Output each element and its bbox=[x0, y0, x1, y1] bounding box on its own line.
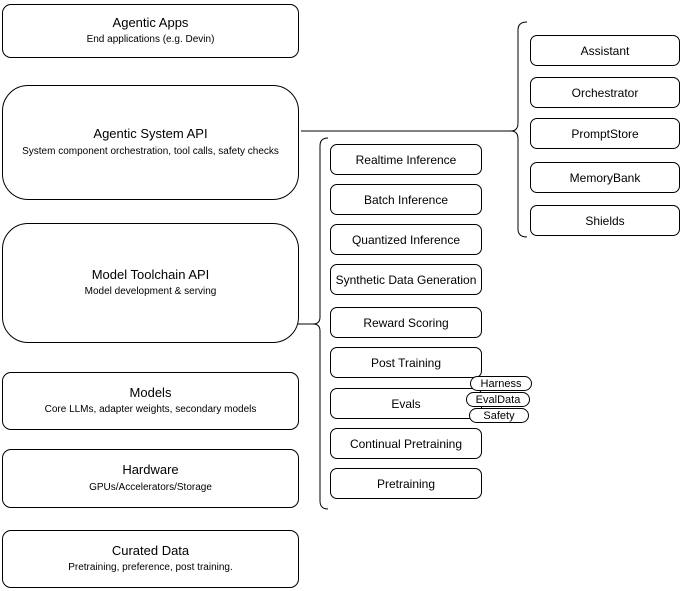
service-label: Reward Scoring bbox=[363, 315, 449, 330]
service-box-quantized-inference: Quantized Inference bbox=[330, 224, 482, 255]
box-subtitle: GPUs/Accelerators/Storage bbox=[89, 481, 212, 493]
component-label: Assistant bbox=[580, 43, 630, 58]
box-subtitle: System component orchestration, tool cal… bbox=[22, 145, 279, 157]
eval-tag-safety: Safety bbox=[469, 408, 529, 423]
component-box-shields: Shields bbox=[530, 205, 680, 236]
stack-box-agentic-apps: Agentic Apps End applications (e.g. Devi… bbox=[2, 4, 299, 58]
service-label: Pretraining bbox=[376, 476, 436, 491]
box-title: Agentic Apps bbox=[112, 14, 189, 30]
components-bracket bbox=[510, 21, 528, 238]
service-label: Post Training bbox=[370, 355, 442, 370]
service-label: Realtime Inference bbox=[355, 152, 457, 167]
box-subtitle: Core LLMs, adapter weights, secondary mo… bbox=[44, 404, 257, 416]
component-box-memorybank: MemoryBank bbox=[530, 162, 680, 193]
box-title: Model Toolchain API bbox=[91, 266, 210, 282]
service-box-continual-pretraining: Continual Pretraining bbox=[330, 428, 482, 459]
component-label: Shields bbox=[585, 213, 625, 228]
service-box-synthetic-data-generation: Synthetic Data Generation bbox=[330, 264, 482, 295]
stack-box-model-toolchain-api: Model Toolchain API Model development & … bbox=[2, 223, 299, 343]
service-label: Synthetic Data Generation bbox=[335, 272, 477, 287]
service-box-batch-inference: Batch Inference bbox=[330, 184, 482, 215]
box-title: Models bbox=[129, 384, 172, 400]
service-label: Continual Pretraining bbox=[349, 436, 463, 451]
component-box-assistant: Assistant bbox=[530, 35, 680, 66]
service-box-evals: Evals bbox=[330, 388, 482, 419]
box-subtitle: Pretraining, preference, post training. bbox=[68, 562, 233, 574]
component-box-orchestrator: Orchestrator bbox=[530, 77, 680, 108]
service-label: Evals bbox=[391, 396, 421, 411]
services-bracket bbox=[312, 137, 329, 510]
service-label: Quantized Inference bbox=[351, 232, 461, 247]
stack-box-curated-data: Curated Data Pretraining, preference, po… bbox=[2, 530, 299, 588]
eval-tag-label: Harness bbox=[480, 377, 522, 390]
eval-tag-label: Safety bbox=[483, 409, 515, 422]
stack-box-models: Models Core LLMs, adapter weights, secon… bbox=[2, 372, 299, 430]
box-title: Hardware bbox=[122, 462, 179, 478]
box-title: Curated Data bbox=[111, 542, 190, 558]
service-box-pretraining: Pretraining bbox=[330, 468, 482, 499]
box-subtitle: Model development & serving bbox=[84, 286, 217, 298]
eval-tag-evaldata: EvalData bbox=[466, 392, 530, 407]
eval-tag-harness: Harness bbox=[470, 376, 532, 391]
service-label: Batch Inference bbox=[363, 192, 449, 207]
service-box-realtime-inference: Realtime Inference bbox=[330, 144, 482, 175]
stack-box-hardware: Hardware GPUs/Accelerators/Storage bbox=[2, 449, 299, 508]
component-label: MemoryBank bbox=[569, 170, 641, 185]
component-box-promptstore: PromptStore bbox=[530, 118, 680, 149]
service-box-reward-scoring: Reward Scoring bbox=[330, 307, 482, 338]
component-label: PromptStore bbox=[571, 126, 639, 141]
service-box-post-training: Post Training bbox=[330, 347, 482, 378]
stack-box-agentic-system-api: Agentic System API System component orch… bbox=[2, 85, 299, 200]
eval-tag-label: EvalData bbox=[475, 393, 521, 406]
component-label: Orchestrator bbox=[571, 85, 639, 100]
box-subtitle: End applications (e.g. Devin) bbox=[86, 34, 215, 46]
box-title: Agentic System API bbox=[93, 126, 208, 142]
